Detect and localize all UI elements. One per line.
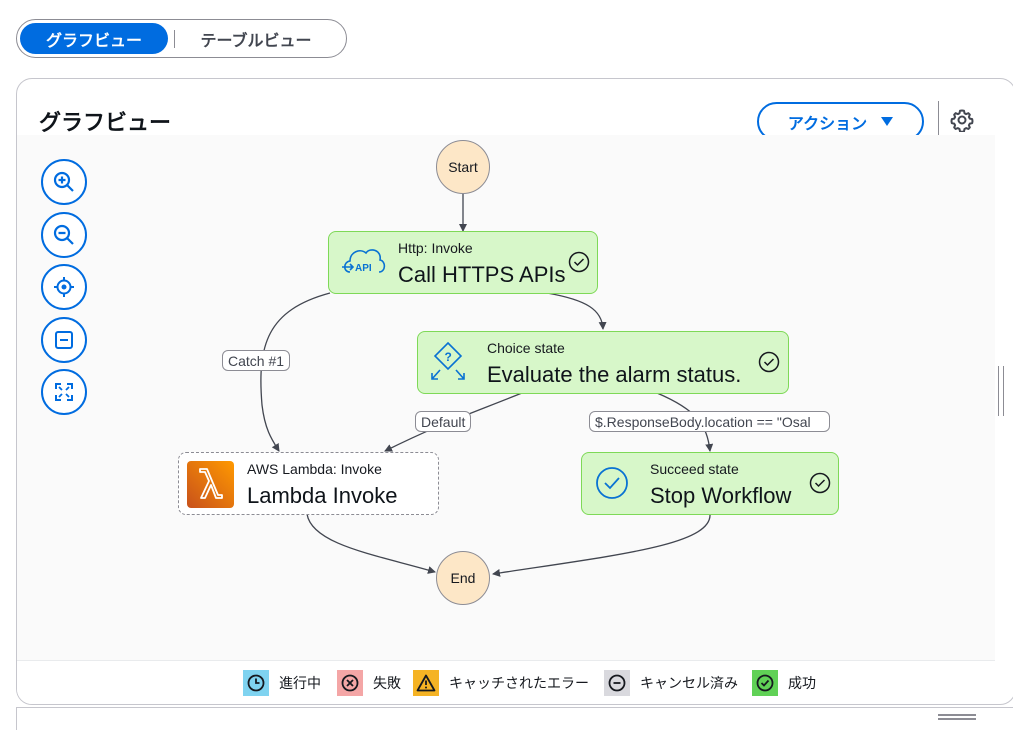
svg-text:API: API [355,263,372,274]
vertical-resize-handle[interactable] [998,366,1004,416]
toggle-divider [174,29,175,48]
minus-circle-icon [604,670,630,696]
node-name-label: Stop Workflow [650,483,792,508]
svg-text:?: ? [445,350,452,364]
legend-label: キャッチされたエラー [449,675,589,691]
zoom-out-button[interactable] [41,212,87,258]
legend-in-progress: 進行中 [243,670,321,696]
choice-state-node[interactable]: ? Choice state Evaluate the alarm status… [417,331,789,394]
succeed-check-icon [596,467,628,499]
node-type-label: AWS Lambda: Invoke [247,461,382,477]
zoom-in-button[interactable] [41,159,87,205]
edge-http-choice [546,292,607,330]
minus-square-icon [55,331,73,349]
collapse-button[interactable] [41,317,87,363]
legend-label: 進行中 [279,675,321,691]
x-circle-icon [337,670,363,696]
check-circle-icon [568,251,590,273]
edge-succeed-end [492,513,711,577]
legend-cancelled: キャンセル済み [604,670,738,696]
panel-title: グラフビュー [39,110,172,135]
zoom-out-icon [53,224,74,245]
edge-label-default: Default [415,411,472,432]
zoom-in-icon [53,171,74,192]
lambda-icon [187,461,234,508]
legend-label: 成功 [788,675,816,691]
lambda-invoke-node[interactable]: AWS Lambda: Invoke Lambda Invoke [178,452,439,515]
actions-label: アクション [787,115,868,133]
succeed-state-node[interactable]: Succeed state Stop Workflow [581,452,839,515]
node-name-label: Lambda Invoke [247,483,398,508]
api-cloud-icon: API [342,249,386,274]
legend-caught-error: キャッチされたエラー [413,670,589,696]
horizontal-resize-handle[interactable] [938,714,976,720]
end-label: End [450,570,476,586]
legend-label: 失敗 [373,675,401,691]
gear-icon[interactable] [950,108,974,132]
bottom-panel [16,707,1013,730]
fit-screen-icon [55,383,73,401]
choice-diamond-icon: ? [431,341,465,380]
status-legend: 進行中 失敗 キャッチされたエラー キャンセル済み 成功 [17,660,995,704]
caret-down-icon [881,117,894,126]
header-divider [938,101,939,141]
check-circle-icon [758,351,780,373]
graph-panel: グラフビュー アクション [16,78,1013,705]
start-label: Start [448,159,478,175]
legend-failed: 失敗 [337,670,401,696]
edge-lambda-end [306,513,436,574]
legend-succeeded: 成功 [752,670,816,696]
view-toggle: グラフビュー テーブルビュー [16,19,347,58]
node-type-label: Http: Invoke [398,240,473,256]
table-view-tab[interactable]: テーブルビュー [200,32,312,50]
graph-edges [260,194,714,577]
check-circle-icon [809,472,831,494]
center-button[interactable] [41,264,87,310]
crosshair-icon [54,277,74,297]
node-type-label: Succeed state [650,461,739,477]
graph-view-tab[interactable]: グラフビュー [20,23,168,54]
warning-icon [413,670,439,696]
clock-icon [243,670,269,696]
node-name-label: Evaluate the alarm status. [487,362,742,387]
legend-label: キャンセル済み [640,675,738,691]
edge-label-catch: Catch #1 [222,350,291,371]
http-invoke-node[interactable]: API Http: Invoke Call HTTPS APIs [328,231,598,294]
graph-canvas[interactable]: Start API Http: Invoke Call HTTPS APIs ? [17,135,995,660]
edge-http-lambda [260,292,331,452]
node-type-label: Choice state [487,340,565,356]
start-node[interactable]: Start [436,140,490,194]
end-node[interactable]: End [436,551,490,605]
node-name-label: Call HTTPS APIs [398,262,566,287]
edge-label-condition: $.ResponseBody.location == "Osal [589,411,830,432]
fit-view-button[interactable] [41,369,87,415]
check-circle-icon [752,670,778,696]
